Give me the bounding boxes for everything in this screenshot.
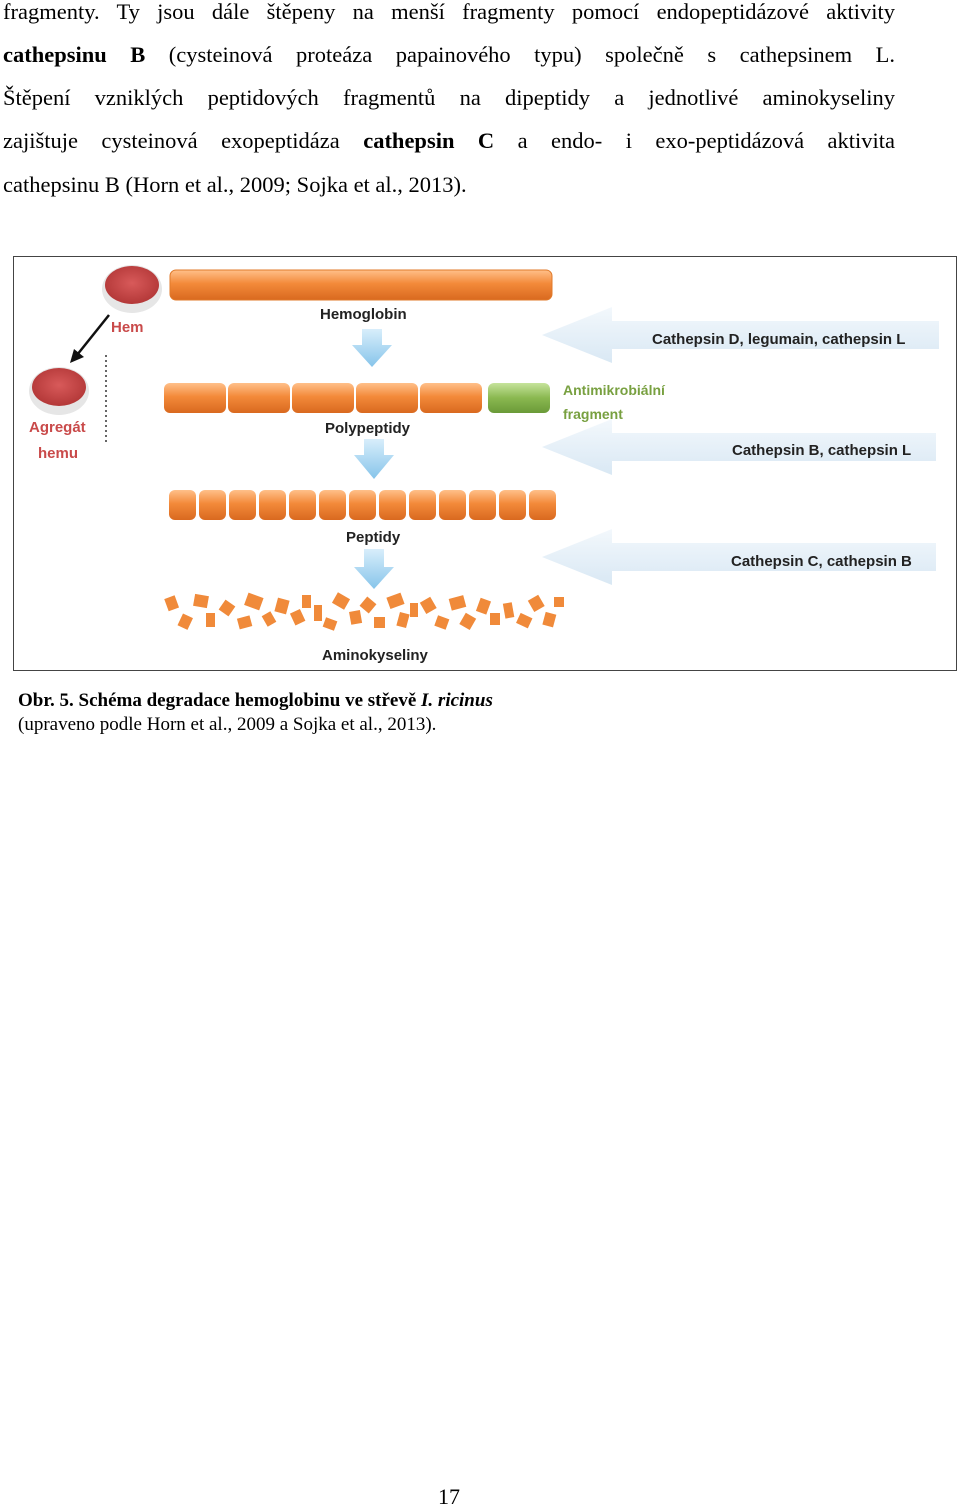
paragraph-line-4-a: zajištuje cysteinová exopeptidáza — [3, 128, 364, 153]
page-number: 17 — [438, 1484, 460, 1509]
hemoglobin-bar — [169, 269, 553, 301]
caption-line-1: Obr. 5. Schéma degradace hemoglobinu ve … — [18, 689, 493, 713]
down-arrow-icon — [354, 549, 394, 589]
caption-species: I. ricinus — [421, 690, 493, 711]
hemoglobin-degradation-figure: Hem Agregát hemu Hemoglobin Polypeptidy … — [13, 256, 957, 671]
hemoglobin-label: Hemoglobin — [320, 306, 407, 323]
amino-acid-fragments — [164, 592, 564, 631]
polypeptide-segment — [420, 383, 482, 413]
figure-caption: Obr. 5. Schéma degradace hemoglobinu ve … — [18, 689, 493, 737]
paragraph-line-3: Štěpení vzniklých peptidových fragmentů … — [3, 85, 895, 110]
enzyme-arrow-1 — [542, 307, 939, 363]
paragraph-line-4-b: a endo- i exo-peptidázová aktivita — [494, 128, 896, 153]
antimicrobial-label-2: fragment — [563, 406, 623, 422]
enzyme-label-2: Cathepsin B, cathepsin L — [732, 442, 911, 459]
bold-cathepsin-b: cathepsinu B — [3, 42, 146, 67]
aggregate-label-2: hemu — [38, 445, 78, 462]
paragraph-line-1: fragmenty. Ty jsou dále štěpeny na menší… — [3, 0, 895, 24]
paragraph-line-2-rest: (cysteinová proteáza papainového typu) s… — [145, 42, 895, 67]
paragraph-line-4: zajištuje cysteinová exopeptidáza cathep… — [3, 126, 895, 156]
polypeptide-row — [164, 383, 550, 413]
caption-title: Obr. 5. Schéma degradace hemoglobinu ve … — [18, 690, 422, 711]
hem-disc — [102, 265, 162, 313]
enzyme-arrow-2 — [542, 419, 936, 475]
hem-label: Hem — [111, 319, 144, 336]
polypeptide-segment — [356, 383, 418, 413]
down-arrow-icon — [354, 439, 394, 479]
caption-line-2: (upraveno podle Horn et al., 2009 a Sojk… — [18, 714, 437, 735]
hem-aggregation-arrow — [70, 314, 110, 363]
figure-diagram: Hem Agregát hemu Hemoglobin Polypeptidy … — [29, 265, 939, 664]
enzyme-arrow-3 — [542, 529, 936, 585]
peptide-row — [169, 490, 556, 520]
polypeptide-segment — [292, 383, 354, 413]
enzyme-label-1: Cathepsin D, legumain, cathepsin L — [652, 331, 905, 348]
bold-cathepsin-c: cathepsin C — [363, 128, 495, 153]
polypeptide-segment — [164, 383, 226, 413]
paragraph-line-2: cathepsinu B (cysteinová proteáza papain… — [3, 40, 895, 70]
amino-acid-label: Aminokyseliny — [322, 647, 429, 664]
polypeptide-segment — [228, 383, 290, 413]
heme-aggregate-disc — [29, 367, 89, 415]
polypeptide-label: Polypeptidy — [325, 420, 411, 437]
aggregate-label-1: Agregát — [29, 419, 86, 436]
down-arrow-icon — [352, 329, 392, 367]
paragraph-line-5: cathepsinu B (Horn et al., 2009; Sojka e… — [3, 172, 467, 197]
antimicrobial-fragment — [488, 383, 550, 413]
peptide-label: Peptidy — [346, 529, 401, 546]
antimicrobial-label-1: Antimikrobiální — [563, 382, 666, 398]
enzyme-label-3: Cathepsin C, cathepsin B — [731, 553, 912, 570]
